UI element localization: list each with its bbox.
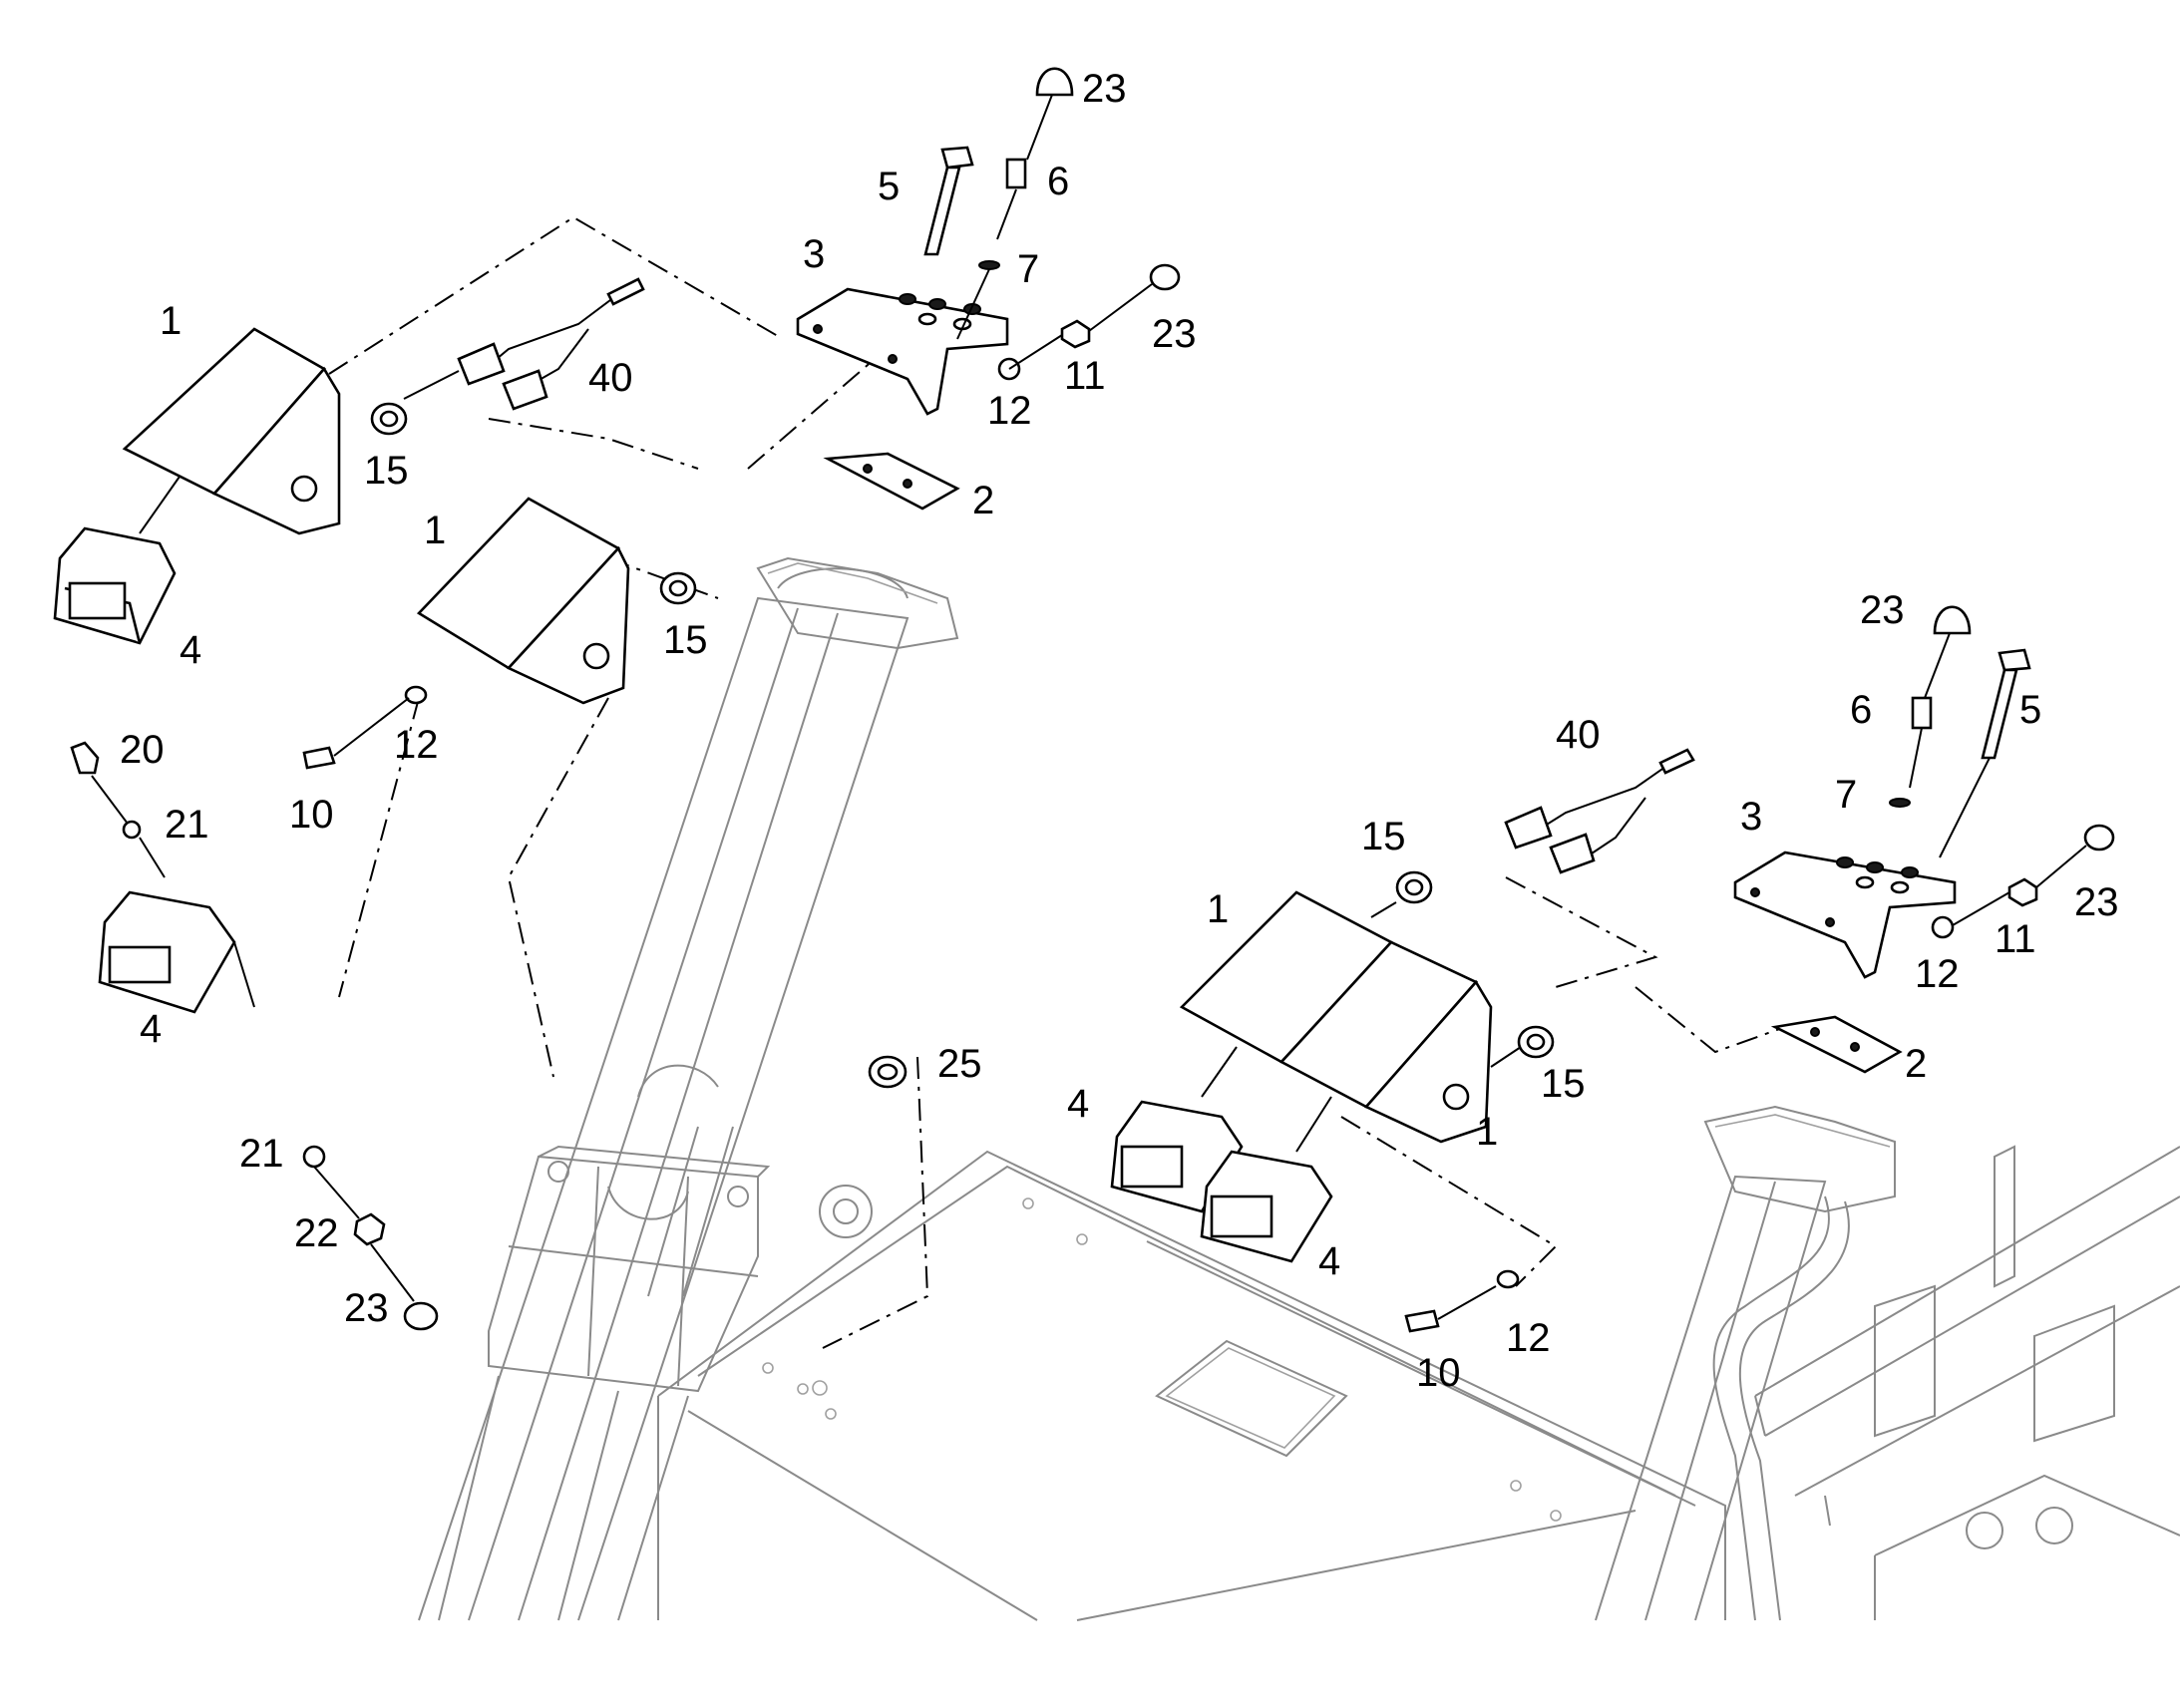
callout-5: 5 (878, 165, 900, 208)
callout-labels: 23 5 6 3 7 23 11 12 2 1 15 40 4 1 15 12 … (120, 67, 2119, 1395)
callout-3: 3 (1740, 795, 1762, 839)
callout-4: 4 (180, 628, 201, 672)
part-3-bracket-left (796, 287, 1009, 416)
callout-6: 6 (1850, 688, 1872, 732)
part-4-lamps-right (1110, 1046, 1333, 1263)
callout-23: 23 (1860, 588, 1905, 632)
callout-20: 20 (120, 728, 165, 772)
part-1-cover-right (1179, 890, 1493, 1144)
part-40-harness-left (403, 277, 645, 411)
callout-21: 21 (165, 803, 209, 847)
callout-10: 10 (1416, 1351, 1461, 1395)
callout-25: 25 (937, 1042, 982, 1086)
callout-23: 23 (1152, 312, 1197, 356)
callout-11: 11 (1064, 354, 1106, 398)
machine-frame (418, 556, 2180, 1621)
callout-1: 1 (1207, 887, 1229, 931)
callout-15: 15 (1541, 1062, 1586, 1106)
callout-2: 2 (1905, 1042, 1927, 1086)
part-1-cover-upper (122, 327, 341, 535)
part-4-lamp-upper (53, 476, 181, 645)
part-40-harness-right (1504, 748, 1695, 874)
part-5-bolt-left (923, 146, 974, 256)
callout-22: 22 (294, 1211, 339, 1255)
callout-3: 3 (803, 232, 825, 276)
callout-6: 6 (1047, 160, 1069, 203)
right-assembly (1110, 605, 2115, 1333)
small-fasteners-left (70, 260, 1153, 1302)
part-6-screw-left (996, 158, 1027, 240)
callout-23: 23 (2074, 880, 2119, 924)
callout-11: 11 (1995, 917, 2036, 961)
part-4-lamp-lower (98, 837, 255, 1014)
callout-4: 4 (1318, 1239, 1340, 1283)
small-fasteners-right (1370, 798, 2087, 1333)
callout-15: 15 (364, 449, 409, 493)
callout-12: 12 (394, 723, 439, 767)
callout-5: 5 (2019, 688, 2041, 732)
part-23-caps-left (403, 67, 1181, 1331)
callout-7: 7 (1017, 247, 1039, 291)
callout-40: 40 (1556, 713, 1601, 757)
callout-12: 12 (987, 389, 1032, 433)
part-2-plate-left (823, 452, 960, 511)
part-5-bolt-right (1939, 648, 2031, 858)
callout-15: 15 (663, 618, 708, 662)
left-assembly (53, 67, 1181, 1331)
callout-1: 1 (424, 509, 446, 552)
callout-7: 7 (1835, 773, 1857, 817)
callout-2: 2 (972, 479, 994, 522)
callout-1: 1 (1476, 1110, 1498, 1154)
dash-leaders (328, 215, 1786, 1349)
part-2-plate-right (1770, 1015, 1903, 1074)
callout-12: 12 (1506, 1316, 1551, 1360)
callout-1: 1 (160, 299, 182, 343)
callout-4: 4 (1067, 1082, 1089, 1126)
part-3-bracket-right (1733, 851, 1957, 979)
callout-15: 15 (1361, 815, 1406, 858)
callout-23: 23 (344, 1286, 389, 1330)
callout-40: 40 (588, 356, 633, 400)
callout-23: 23 (1082, 67, 1127, 111)
part-6-screw-right (1909, 696, 1933, 789)
callout-4: 4 (140, 1007, 162, 1051)
part-23-caps-right (1924, 605, 2115, 852)
callout-12: 12 (1915, 952, 1960, 996)
callout-21: 21 (239, 1132, 284, 1176)
callout-10: 10 (289, 793, 334, 837)
part-1-cover-lower (416, 497, 630, 705)
